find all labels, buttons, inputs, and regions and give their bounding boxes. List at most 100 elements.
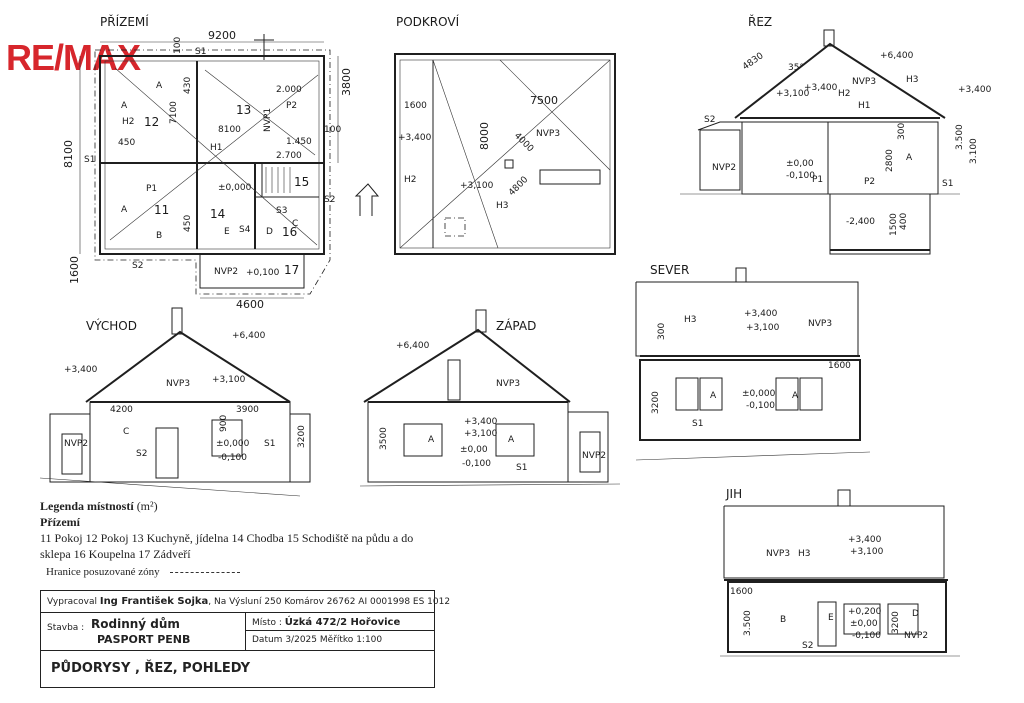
level-zapad-zero: ±0,00: [460, 445, 488, 455]
level-zapad-3400: +3,400: [464, 417, 498, 427]
level-rez-6400: +6,400: [880, 51, 914, 61]
dim-400-rez: 400: [899, 213, 909, 230]
building-cell: Stavba : Rodinný dům PASPORT PENB: [41, 613, 246, 651]
dim-1500-rez: 1500: [889, 213, 899, 236]
label-window-c: C: [292, 219, 298, 229]
label-s2-jih: S2: [802, 641, 813, 651]
level-vychod-minus: -0,100: [218, 453, 247, 463]
room-12: 12: [144, 115, 159, 129]
label-a2-sever: A: [792, 391, 799, 401]
label-s1-vychod: S1: [264, 439, 275, 449]
dim-7100: 7100: [169, 101, 179, 124]
label-window-a2: A: [156, 81, 163, 91]
dim-vychod-4200: 4200: [110, 405, 133, 415]
label-nvp3-sever: NVP3: [808, 319, 832, 329]
plan-prizemi: PŘÍZEMÍ 9200 8100 4600 1600 3800: [62, 14, 353, 311]
legend-rooms-line2: sklepa 16 Koupelna 17 Zádveří: [40, 547, 191, 561]
level-sever-3400: +3,400: [744, 309, 778, 319]
label-p1: P1: [146, 184, 157, 194]
label-nvp3-jih: NVP3: [766, 549, 790, 559]
label-a-rez: A: [906, 153, 913, 163]
remax-logo: RE/MAX: [6, 37, 141, 78]
dim-vychod-3200: 3200: [297, 425, 307, 448]
dim-4800: 4800: [507, 175, 530, 198]
plan-podkrovi: PODKROVÍ 7500 1600 8000 4000 4800 NVP3 H…: [394, 14, 616, 255]
level-vychod-3400: +3,400: [64, 365, 98, 375]
label-h3-attic: H3: [496, 201, 509, 211]
label-d-jih: D: [912, 609, 919, 619]
dim-sever-1600: 1600: [828, 361, 851, 371]
level-jih-200: +0,200: [848, 607, 882, 617]
label-window-a3: A: [121, 205, 128, 215]
legend-floor: Přízemí: [40, 515, 80, 529]
date-value: 3/2025: [285, 635, 317, 645]
elevation-sever: SEVER +3,400 +3,100 ±0,000 -0,100 300 32…: [635, 263, 871, 461]
label-c-vychod: C: [123, 427, 129, 437]
prepared-address: , Na Výsluní 250 Komárov 26762 AI 000199…: [208, 597, 451, 607]
label-s3: S3: [276, 206, 287, 216]
dim-9200: 9200: [208, 29, 236, 42]
place-date-cell: Místo : Úzká 472/2 Hořovice Datum 3/2025…: [246, 613, 434, 651]
dim-3100-rez: 3.100: [969, 138, 979, 164]
dim-1600: 1600: [68, 256, 81, 284]
label-h2: H2: [122, 117, 135, 127]
dim-zapad-3500: 3500: [379, 427, 389, 450]
label-nvp1: NVP1: [263, 108, 273, 132]
view-title-prizemi: PŘÍZEMÍ: [100, 14, 149, 29]
label-window-b: B: [156, 231, 162, 241]
dim-100-b: 100: [324, 125, 341, 135]
label-a2-zapad: A: [508, 435, 515, 445]
level-sever-minus: -0,100: [746, 401, 775, 411]
label-window-d: D: [266, 227, 273, 237]
title-block: Vypracoval Ing František Sojka, Na Výslu…: [40, 590, 450, 688]
level-vychod-6400: +6,400: [232, 331, 266, 341]
label-window-e: E: [224, 227, 230, 237]
dim-sever-300: 300: [657, 323, 667, 340]
view-title-sever: SEVER: [650, 263, 689, 277]
dim-4600: 4600: [236, 298, 264, 311]
label-s1-left: S1: [84, 155, 95, 165]
label-a1-zapad: A: [428, 435, 435, 445]
label-h3-rez: H3: [906, 75, 919, 85]
zone-label: Hranice posuzované zóny: [46, 566, 160, 578]
label-nvp3-attic: NVP3: [536, 129, 560, 139]
dim-1450: 1.450: [286, 137, 312, 147]
date-label: Datum: [252, 635, 283, 645]
dim-vychod-3900: 3900: [236, 405, 259, 415]
building-name: Rodinný dům: [91, 617, 180, 631]
dim-450-a: 450: [118, 138, 135, 148]
label-window-a1: A: [121, 101, 128, 111]
prepared-name: Ing František Sojka: [99, 596, 209, 607]
label-s4: S4: [239, 225, 251, 235]
label-h3-jih: H3: [798, 549, 811, 559]
level-rez-minus-100: -0,100: [786, 171, 815, 181]
building-sub: PASPORT PENB: [97, 633, 191, 646]
label-s2-bottom: S2: [132, 261, 143, 271]
dim-jih-3200: 3200: [891, 611, 901, 634]
level-sever-3100: +3,100: [746, 323, 780, 333]
label-s2-vychod: S2: [136, 449, 147, 459]
scale-value: 1:100: [356, 635, 383, 645]
dim-4000: 4000: [512, 131, 535, 154]
title-block-author-row: Vypracoval Ing František Sojka, Na Výslu…: [41, 591, 450, 613]
level-17: +0,100: [246, 268, 280, 278]
view-title-podkrovi: PODKROVÍ: [396, 14, 460, 29]
dim-1600-attic: 1600: [404, 101, 427, 111]
dim-vychod-900: 900: [219, 415, 229, 432]
level-jih-minus: -0,100: [852, 631, 881, 641]
label-s2-right: S2: [324, 195, 335, 205]
label-h1: H1: [210, 143, 223, 153]
dim-2700: 2.700: [276, 151, 302, 161]
elevation-jih: JIH +3,400 +3,100 +0,200 ±0,00 -0,100 16…: [720, 487, 960, 657]
view-title-jih: JIH: [725, 487, 742, 501]
dim-2000: 2.000: [276, 85, 302, 95]
label-b-jih: B: [780, 615, 786, 625]
dim-100-a: 100: [173, 37, 183, 54]
label-h2-attic: H2: [404, 175, 417, 185]
building-label: Stavba :: [47, 623, 85, 633]
label-nvp2-rez: NVP2: [712, 163, 736, 173]
dim-2800-rez: 2800: [885, 149, 895, 172]
room-legend: Legenda místností (m²) Přízemí 11 Pokoj …: [40, 498, 460, 562]
elevation-zapad: ZÁPAD +6,400 +3,400 +3,100 ±0,00 -0,100 …: [359, 309, 621, 487]
